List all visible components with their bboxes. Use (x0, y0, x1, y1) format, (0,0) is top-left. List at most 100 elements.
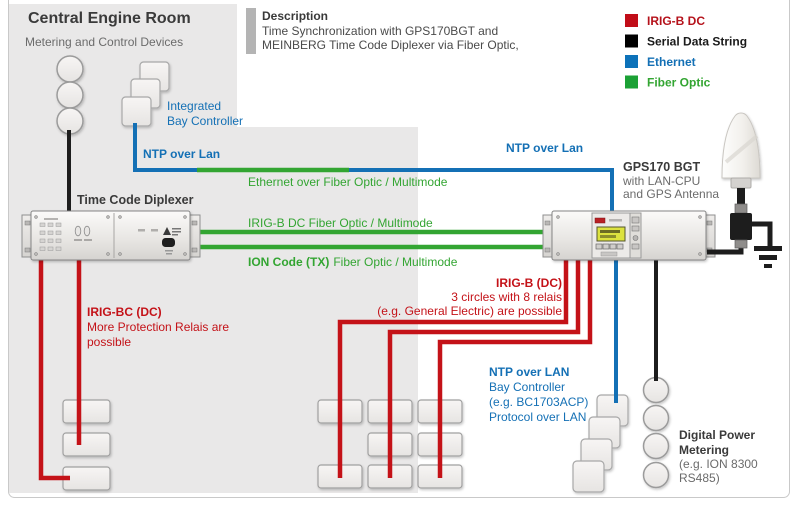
antenna-base (730, 177, 752, 189)
relais-node (62, 399, 111, 424)
screw (24, 247, 31, 253)
metering-circle (642, 432, 670, 460)
connector (55, 246, 62, 251)
legend-swatch-serial (625, 34, 638, 48)
panel-marking (44, 218, 58, 220)
lcd-text-line (600, 235, 616, 238)
panel-marking (166, 253, 172, 255)
connector (632, 235, 639, 241)
connector (55, 230, 62, 235)
metering-circle (642, 461, 670, 489)
page-subtitle: Metering and Control Devices (25, 35, 183, 49)
logo-triangle (163, 227, 171, 235)
connector (47, 222, 54, 227)
panel-marking (74, 239, 82, 241)
integrated-bay-controller-stack (121, 61, 170, 127)
connector (631, 216, 640, 224)
description-heading: Description (262, 9, 328, 23)
ntp-bay-line: (e.g. BC1703ACP) (489, 395, 588, 409)
labels: Integrated Bay Controller NTP over Lan N… (77, 99, 758, 485)
panel-marking (600, 251, 618, 257)
metering-circle (642, 376, 670, 404)
screw (106, 252, 110, 256)
antenna-cable-right (752, 221, 773, 246)
legend-label-serial: Serial Data String (647, 35, 747, 49)
button (595, 243, 603, 250)
logo-text-line (172, 231, 181, 233)
connector (55, 222, 62, 227)
connector (47, 230, 54, 235)
irig-bc-heading: IRIG-BC (DC) (87, 305, 162, 319)
gps-desc-label: and GPS Antenna (623, 187, 719, 201)
logo-text-line (172, 228, 181, 230)
meinberg-logo (163, 227, 181, 236)
integrated-bay-label: Integrated (167, 99, 221, 113)
ethernet-wire (133, 123, 614, 215)
irig-bc-line: possible (87, 335, 131, 349)
screw (34, 252, 38, 256)
screw (544, 220, 551, 226)
diplexer-label: Time Code Diplexer (77, 193, 194, 207)
ground-bar (759, 255, 777, 260)
button (609, 243, 617, 250)
irigb-dc-line: (e.g. General Electric) are possible (377, 304, 562, 318)
irig-b-wire-1 (337, 255, 569, 478)
ntp-bay-heading: NTP over LAN (489, 365, 569, 379)
description-bar (246, 8, 256, 54)
metering-circle (56, 81, 84, 109)
time-code-diplexer-device (21, 210, 201, 261)
connector (631, 243, 640, 250)
protection-relais-group (62, 399, 111, 491)
surge-protector-box (730, 213, 752, 240)
ground-bar (754, 246, 782, 251)
irigb-dc-line: 3 circles with 8 relais (451, 290, 562, 304)
irig-b-wire-2 (387, 255, 581, 478)
bay-controller-stack (572, 394, 629, 493)
legend-label-irigb: IRIG-B DC (647, 14, 705, 28)
lcd-display (596, 226, 626, 242)
screw (183, 215, 187, 219)
legend: IRIG-B DC Serial Data String Ethernet Fi… (625, 14, 747, 90)
digital-power-heading: Metering (679, 443, 729, 457)
connector (55, 238, 62, 243)
irigb-dc-heading: IRIG-B (DC) (496, 276, 562, 290)
digital-power-sub: (e.g. ION 8300 (679, 457, 758, 471)
screw (118, 252, 122, 256)
cable-connector (734, 239, 748, 249)
connector (39, 238, 46, 243)
logo-text-line (172, 234, 178, 236)
ntp-over-lan-left-label: NTP over Lan (143, 147, 220, 161)
connector (39, 246, 46, 251)
screw (118, 215, 122, 219)
gps170-bgt-device (542, 210, 716, 261)
wires (38, 123, 658, 481)
power-inlet (162, 238, 175, 247)
screw (183, 252, 187, 256)
gps-antenna-assembly (707, 112, 782, 268)
panel-marking (609, 219, 622, 222)
gps-name-label: GPS170 BGT (623, 160, 700, 174)
irig-bc-wire-a (38, 255, 70, 481)
relais-node (62, 466, 111, 491)
metering-circle (56, 55, 84, 83)
connector (631, 225, 640, 232)
legend-swatch-ethernet (625, 55, 638, 68)
page-title: Central Engine Room (28, 10, 191, 27)
power-metering-circles (642, 376, 670, 489)
metering-circles (56, 55, 84, 135)
screw (556, 215, 560, 219)
legend-label-ethernet: Ethernet (647, 55, 696, 69)
legend-swatch-fiber (625, 75, 638, 89)
button (616, 243, 624, 250)
panel-marking (151, 229, 158, 232)
panel-marking (84, 239, 92, 241)
screw (191, 220, 198, 226)
connector (47, 238, 54, 243)
fiber-connector (74, 225, 82, 237)
controller-card (572, 460, 605, 493)
panel-marking (165, 250, 173, 252)
antenna-dome-band (724, 134, 759, 164)
description-line: MEINBERG Time Code Diplexer via Fiber Op… (262, 38, 519, 52)
